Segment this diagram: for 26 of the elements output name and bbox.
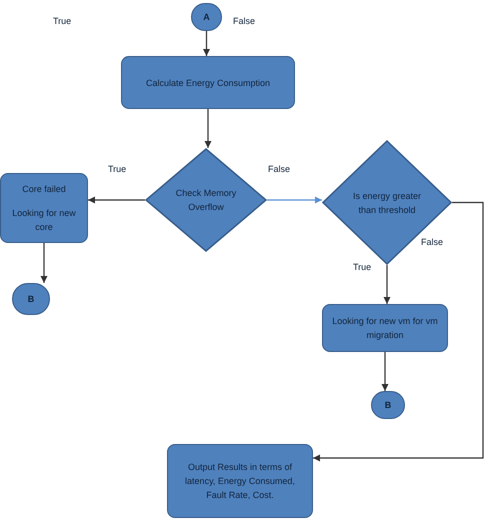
arrow bbox=[88, 196, 145, 204]
branch-label: True bbox=[53, 15, 72, 28]
node-text: A bbox=[203, 11, 210, 24]
process-box bbox=[167, 444, 313, 518]
node-text: Looking for new core bbox=[11, 207, 77, 234]
node-text: Core failed bbox=[22, 183, 66, 196]
node-text: Calculate Energy Consumption bbox=[146, 76, 270, 90]
node-text: B bbox=[384, 399, 392, 412]
node-text: B bbox=[28, 293, 34, 306]
decision-diamond bbox=[145, 148, 267, 252]
arrow bbox=[381, 352, 389, 391]
arrow bbox=[204, 109, 212, 148]
node-text: Check Memory Overflow bbox=[175, 187, 237, 214]
decision-diamond bbox=[322, 140, 452, 265]
arrow bbox=[383, 265, 391, 304]
process-box bbox=[0, 173, 88, 243]
process-box bbox=[322, 304, 448, 352]
arrow bbox=[40, 243, 48, 283]
arrow bbox=[202, 31, 210, 56]
arrow bbox=[313, 202, 484, 462]
branch-label: False bbox=[233, 15, 256, 28]
process-box bbox=[121, 56, 295, 109]
node-text: Is energy greater than threshold bbox=[352, 190, 422, 216]
node-text: Output Results in terms of latency, Energy Consumed, Fault Rate, Cost. bbox=[184, 461, 296, 502]
node-text: Looking for new vm for vm migration bbox=[331, 315, 439, 342]
arrow bbox=[267, 196, 322, 204]
